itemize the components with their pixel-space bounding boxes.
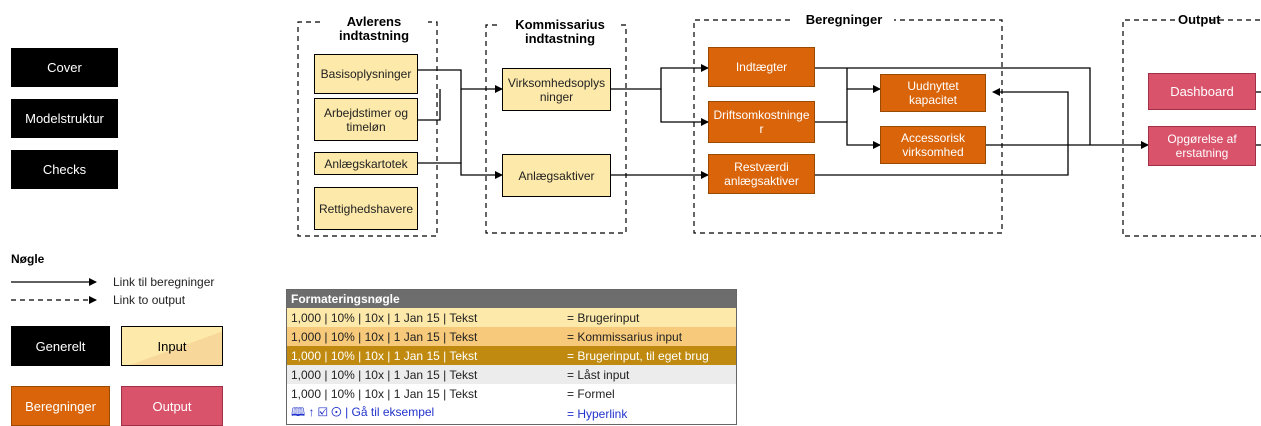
format-sample: 1,000 | 10% | 10x | 1 Jan 15 | Tekst [291, 386, 478, 401]
swatch-input: Input [121, 326, 223, 366]
format-meaning: = Brugerinput, til eget brug [567, 348, 709, 363]
format-sample: 1,000 | 10% | 10x | 1 Jan 15 | Tekst [291, 348, 478, 363]
rettighedshavere-box[interactable]: Rettighedshavere [314, 187, 418, 230]
dashboard-box[interactable]: Dashboard [1148, 73, 1256, 110]
uudnyttet-kapacitet-box[interactable]: Uudnyttet kapacitet [880, 74, 986, 112]
format-key-row: 1,000 | 10% | 10x | 1 Jan 15 | Tekst = Br… [287, 308, 736, 327]
format-meaning: = Formel [567, 386, 615, 401]
format-key-rows: 1,000 | 10% | 10x | 1 Jan 15 | Tekst = Br… [287, 308, 736, 424]
virksomhedsoplysninger-box[interactable]: Virksomhedsoplysninger [502, 68, 611, 111]
format-meaning: = Kommissarius input [567, 329, 683, 344]
format-sample: 🕮 ↑ ☑ ⊙ | Gå til eksempel [291, 405, 435, 419]
group-title-beregninger: Beregninger [796, 13, 892, 27]
anlaegsaktiver-box[interactable]: Anlægsaktiver [502, 154, 611, 197]
format-key-row: 1,000 | 10% | 10x | 1 Jan 15 | Tekst = Ko… [287, 327, 736, 346]
group-title-kommissarius: Kommissarius indtastning [500, 18, 620, 46]
arbejdstimer-box[interactable]: Arbejdstimer og timeløn [314, 98, 418, 141]
swatch-generelt: Generelt [11, 326, 110, 366]
basisoplysninger-box[interactable]: Basisoplysninger [314, 54, 418, 94]
group-title-output: Output [1178, 12, 1221, 27]
driftsomkostninger-box[interactable]: Driftsomkostninger [708, 101, 815, 143]
swatch-output: Output [121, 386, 223, 426]
format-meaning: = Låst input [567, 367, 630, 382]
cover-button[interactable]: Cover [11, 48, 118, 87]
format-sample: 1,000 | 10% | 10x | 1 Jan 15 | Tekst [291, 310, 478, 325]
format-key-row: 1,000 | 10% | 10x | 1 Jan 15 | Tekst = Lå… [287, 365, 736, 384]
group-title-avlerens: Avlerens indtastning [322, 15, 426, 43]
legend-link-beregninger: Link til beregninger [113, 275, 215, 289]
swatch-beregninger: Beregninger [11, 386, 110, 426]
accessorisk-virksomhed-box[interactable]: Accessorisk virksomhed [880, 126, 986, 164]
restvaerdi-box[interactable]: Restværdi anlægsaktiver [708, 154, 815, 194]
modelstruktur-button[interactable]: Modelstruktur [11, 99, 118, 138]
opgoerelse-box[interactable]: Opgørelse af erstatning [1148, 126, 1256, 166]
checks-button[interactable]: Checks [11, 150, 118, 189]
indtaegter-box[interactable]: Indtægter [708, 47, 815, 87]
format-key-row: 1,000 | 10% | 10x | 1 Jan 15 | Tekst = Fo… [287, 384, 736, 403]
format-sample: 1,000 | 10% | 10x | 1 Jan 15 | Tekst [291, 367, 478, 382]
format-meaning: = Hyperlink [567, 406, 628, 421]
key-title: Nøgle [11, 252, 45, 266]
anlaegskartotek-box[interactable]: Anlægskartotek [314, 152, 418, 175]
format-meaning: = Brugerinput [567, 310, 640, 325]
format-key-row: 1,000 | 10% | 10x | 1 Jan 15 | Tekst = Br… [287, 346, 736, 365]
legend-link-output: Link to output [113, 293, 186, 307]
format-key-table: Formateringsnøgle 1,000 | 10% | 10x | 1 … [286, 289, 737, 425]
format-key-title: Formateringsnøgle [287, 290, 736, 308]
format-key-row[interactable]: 🕮 ↑ ☑ ⊙ | Gå til eksempel = Hyperlink [287, 403, 736, 424]
format-sample: 1,000 | 10% | 10x | 1 Jan 15 | Tekst [291, 329, 478, 344]
